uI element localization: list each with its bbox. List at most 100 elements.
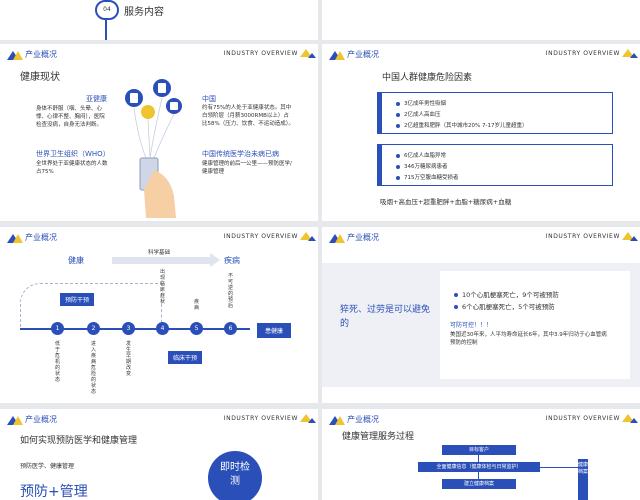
corner-triangle-icon: [300, 232, 312, 240]
header-en: INDUSTRY OVERVIEW: [223, 233, 298, 240]
risk-item: 2亿成人高血压: [396, 110, 441, 118]
slide-service-process: 产业概况 INDUSTRY OVERVIEW 健康管理服务过程 目标客户 全面健…: [322, 409, 640, 500]
sudden-death-title: 猝死、过劳是可以避免的: [340, 305, 431, 329]
header-label: 产业概况: [347, 50, 379, 59]
header-label: 产业概况: [347, 233, 379, 242]
flow-box-1: 目标客户: [442, 445, 516, 455]
controllable-text: 可防可控！！！: [450, 322, 493, 329]
timeline-line: [20, 328, 250, 330]
flow-box-2: 全面健康信息（健康体检与日常监护）: [418, 462, 540, 472]
logo-triangle-icon: [13, 416, 23, 425]
subhealth-heading: 亚健康: [86, 95, 107, 103]
prevent-intervention-tag: 预防干预: [60, 293, 95, 306]
logo-triangle-icon: [13, 51, 23, 60]
step-top-text: 不可逆的预后: [228, 273, 234, 309]
instant-test-circle: [208, 451, 262, 500]
slide-header: 产业概况 INDUSTRY OVERVIEW: [0, 227, 318, 249]
logo-triangle-icon: [335, 416, 345, 425]
tcm-text: 健康管理的前后一公里——预防医学/健康管理: [202, 161, 292, 175]
corner-triangle-icon: [622, 232, 634, 240]
step-6: 6: [224, 322, 237, 335]
header-en: INDUSTRY OVERVIEW: [223, 50, 298, 57]
header-label: 产业概况: [347, 415, 379, 424]
timeline-dashed: [20, 283, 162, 328]
section-title: 服务内容: [124, 7, 164, 18]
corner-triangle-icon: [622, 49, 634, 57]
death-bullet: 6个心肌梗塞死亡，5个可被预防: [454, 301, 555, 311]
science-arrow-head: [210, 253, 220, 267]
corner-triangle-icon: [630, 236, 638, 241]
slide-header: 产业概况 INDUSTRY OVERVIEW: [322, 409, 640, 431]
slide-header: 产业概况 INDUSTRY OVERVIEW: [322, 44, 640, 66]
logo-triangle-icon: [335, 234, 345, 243]
logo-triangle-icon: [13, 234, 23, 243]
step-2: 2: [87, 322, 100, 335]
science-label: 科学基础: [148, 250, 171, 256]
who-text: 全世界处于亚健康状态的人数占75%: [36, 161, 108, 175]
corner-triangle-icon: [622, 414, 634, 422]
flow-box-3: 建立健康档案: [442, 479, 516, 489]
phone-hand-illustration: [125, 79, 182, 218]
header-label: 产业概况: [25, 50, 57, 59]
science-arrow: [112, 257, 210, 264]
clinical-intervention-tag: 临床干预: [168, 351, 203, 364]
header-en: INDUSTRY OVERVIEW: [545, 415, 620, 422]
instant-test-text: 即时检测: [220, 462, 250, 487]
slide-header: 产业概况 INDUSTRY OVERVIEW: [322, 227, 640, 249]
header-label: 产业概况: [25, 233, 57, 242]
step-bottom-text: 进入疾病危险的状态: [91, 341, 97, 395]
death-bullet: 10个心肌梗塞死亡，9个可被预防: [454, 289, 559, 299]
corner-triangle-icon: [308, 418, 316, 423]
step-1: 1: [51, 322, 64, 335]
header-en: INDUSTRY OVERVIEW: [545, 50, 620, 57]
corner-triangle-icon: [630, 53, 638, 58]
prevention-big: 预防+管理: [20, 484, 88, 500]
us-note: 美国近30年来，人平均寿命延长6年，其中3.9年归功于心血管病预防的控制: [450, 332, 607, 346]
slide-risk-factors: 产业概况 INDUSTRY OVERVIEW 中国人群健康危险因素 3亿成年男性…: [322, 44, 640, 221]
slide-title: 健康现状: [20, 72, 60, 83]
section-line: [105, 0, 107, 40]
china-heading: 中国: [202, 95, 216, 103]
header-en: INDUSTRY OVERVIEW: [545, 233, 620, 240]
risk-footer: 吸烟+高血压+超重肥胖+血脂+糖尿病+血糖: [380, 198, 512, 206]
slide-header: 产业概况 INDUSTRY OVERVIEW: [0, 44, 318, 66]
china-text: 约有75%的人处于亚健康状态。其中白领阶层（月薪3000RMB以上）占比58%（…: [202, 105, 294, 127]
corner-triangle-icon: [308, 53, 316, 58]
section-number-badge: 04: [95, 0, 119, 20]
tcm-heading: 中国传统医学治未病已病: [202, 150, 279, 158]
slide-prevention: 产业概况 INDUSTRY OVERVIEW 如何实现预防医学和健康管理 预防医…: [0, 409, 318, 500]
flow-arrow: [478, 455, 479, 462]
header-en: INDUSTRY OVERVIEW: [223, 415, 298, 422]
slide-sudden-death: 产业概况 INDUSTRY OVERVIEW 猝死、过劳是可以避免的 10个心肌…: [322, 227, 640, 403]
slide-title: 中国人群健康危险因素: [382, 73, 473, 83]
slide-process-timeline: 产业概况 INDUSTRY OVERVIEW 健康 疾病 科学基础 预防干预 临…: [0, 227, 318, 403]
who-heading: 世界卫生组织（WHO）: [36, 150, 110, 158]
step-3: 3: [122, 322, 135, 335]
corner-triangle-icon: [300, 414, 312, 422]
corner-triangle-icon: [300, 49, 312, 57]
section-number: 04: [103, 6, 111, 13]
risk-item: 6亿成人血脂异常: [396, 151, 446, 159]
step-top-text: 疾病: [194, 299, 200, 311]
slide-health-status: 产业概况 INDUSTRY OVERVIEW 健康现状 亚健康 身体不舒服（咽、…: [0, 44, 318, 221]
step-bottom-text: 低于危机的状态: [55, 341, 61, 383]
risk-box-2: 6亿成人血脂异常 346万糖尿病患者 715万空腹血糖受损者: [377, 144, 613, 186]
corner-triangle-icon: [308, 236, 316, 241]
slide-blank-top: [322, 0, 640, 40]
logo-triangle-icon: [335, 51, 345, 60]
prevention-subtitle: 预防医学、健康管理: [20, 463, 75, 470]
disease-label: 疾病: [224, 256, 240, 265]
step-5: 5: [190, 322, 203, 335]
flow-arrow: [478, 472, 479, 479]
risk-item: 3亿成年男性吸烟: [396, 99, 446, 107]
header-label: 产业概况: [25, 415, 57, 424]
slide-header: 产业概况 INDUSTRY OVERVIEW: [0, 409, 318, 431]
health-record-side: 健康档案: [578, 459, 588, 500]
risk-item: 346万糖尿病患者: [396, 162, 448, 170]
health-label: 健康: [68, 256, 84, 265]
slide-service-content: 04 服务内容: [0, 0, 318, 40]
outcome-tag: 患健康: [257, 323, 292, 338]
risk-item: 715万空腹血糖受损者: [396, 173, 459, 181]
step-bottom-text: 发生早期改变: [126, 341, 132, 377]
side-connector: [540, 467, 580, 468]
